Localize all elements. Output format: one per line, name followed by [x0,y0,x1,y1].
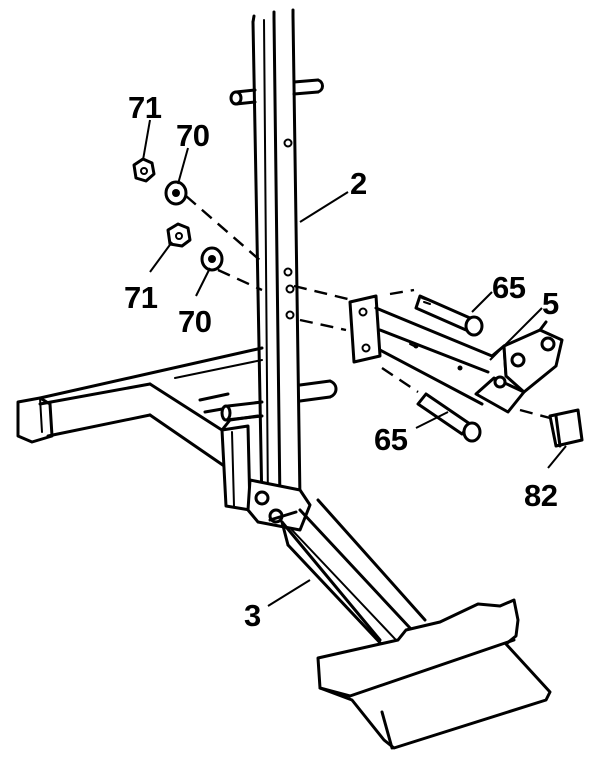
label-nut-lower: 71 [124,280,158,315]
label-nut-upper: 71 [128,90,162,125]
foot-plate [316,598,552,750]
washer-upper [164,180,188,206]
label-base: 3 [244,598,261,633]
rear-base-crossbar [16,346,264,472]
label-bolt-upper: 65 [492,270,526,305]
upright-post [220,8,338,510]
label-bracket: 5 [542,286,559,321]
bolt-upper [414,294,484,337]
upright-base-bracket [220,414,312,532]
arm-bracket [348,294,564,414]
washer-lower [200,246,224,272]
label-upright: 2 [350,166,367,201]
leader-lines [142,119,567,607]
label-end-cap: 82 [524,478,558,513]
label-washer-upper: 70 [176,118,210,153]
nut-upper [132,157,156,183]
label-washer-lower: 70 [178,304,212,339]
label-bolt-lower: 65 [374,422,408,457]
assembly-guide-lines [185,195,551,420]
end-cap [548,408,584,448]
bolt-lower [416,392,482,443]
front-base-tube [280,498,427,650]
